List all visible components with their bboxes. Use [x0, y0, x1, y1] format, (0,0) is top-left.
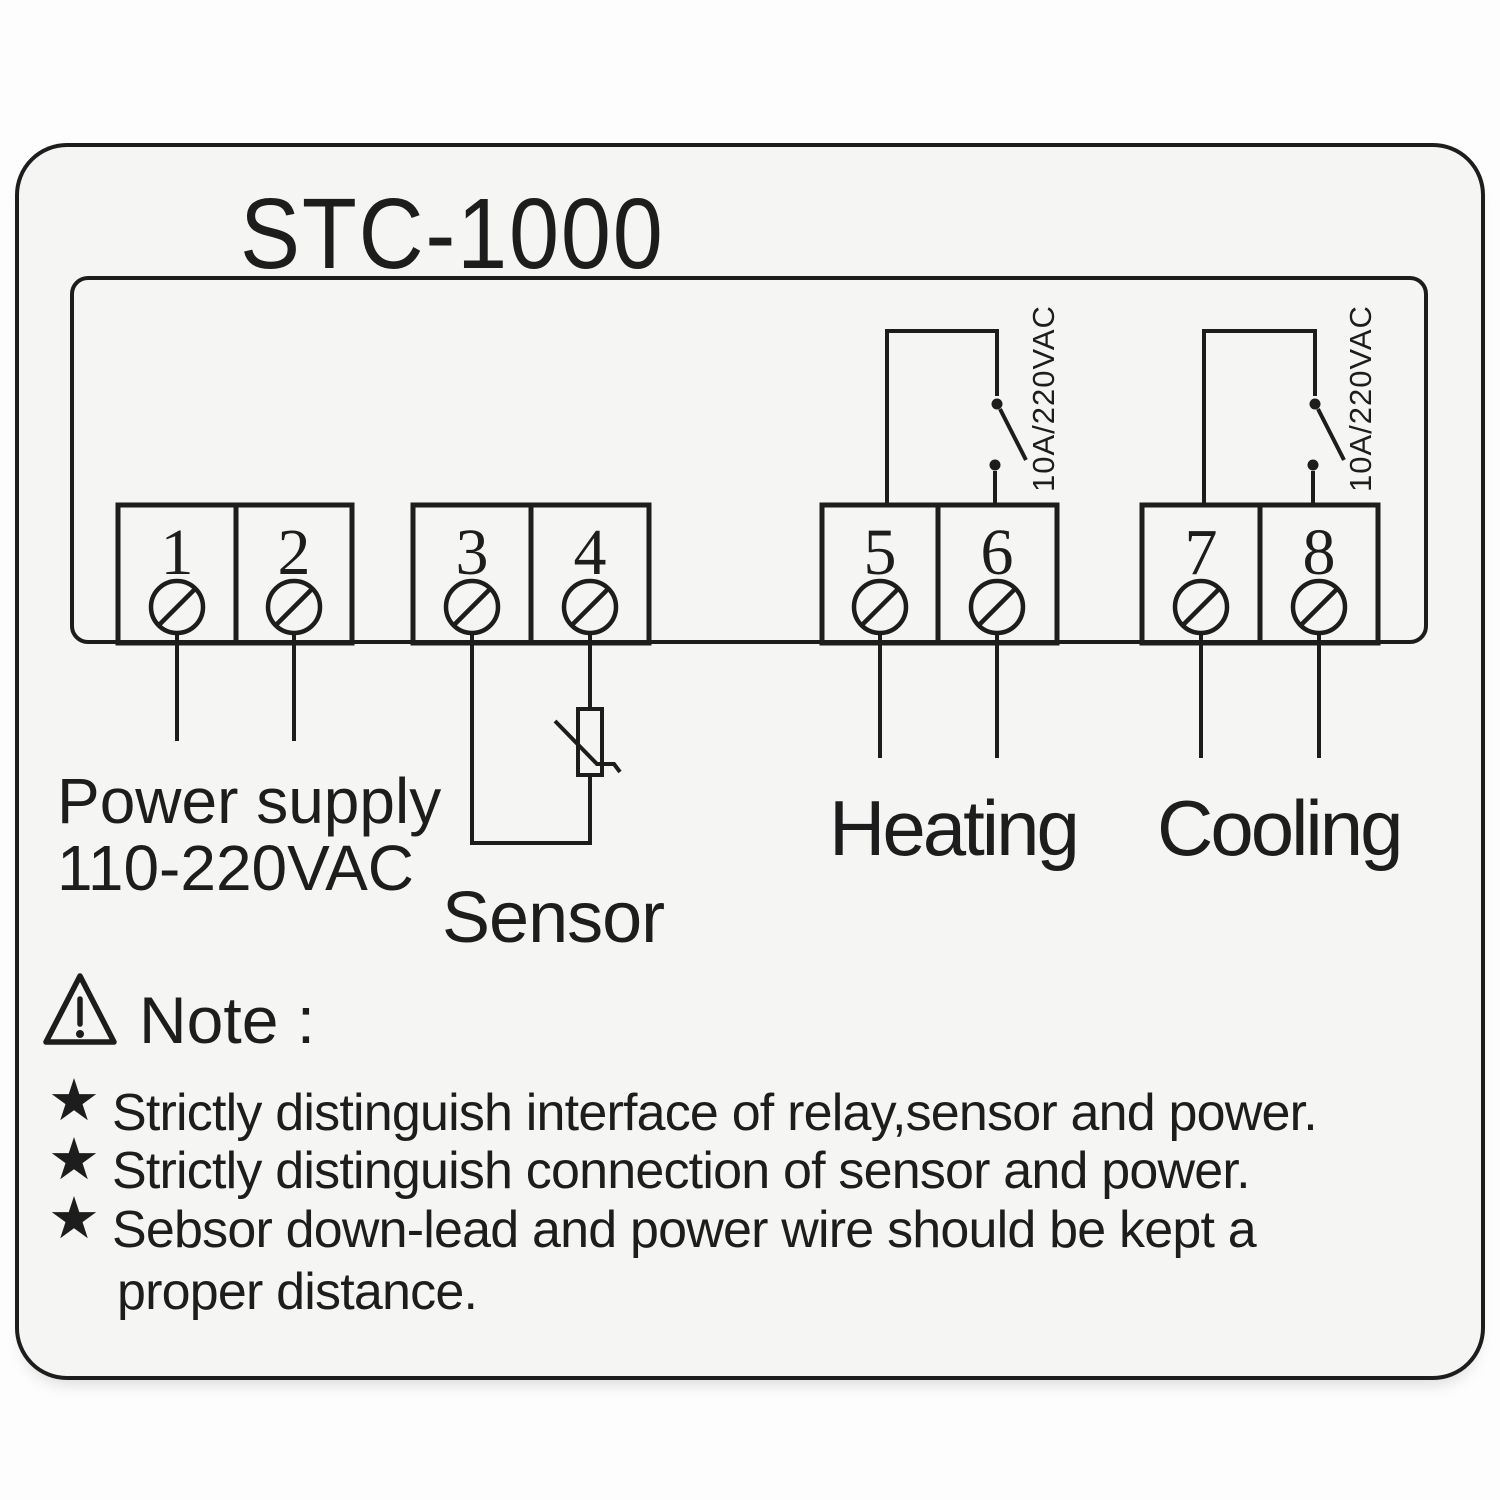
terminal-number-5: 5	[863, 516, 897, 589]
star-bullet-icon: ★	[48, 1068, 100, 1133]
terminal-block-sensor	[410, 502, 652, 646]
power-supply-label: Power supply	[57, 765, 442, 837]
sensor-label: Sensor	[442, 878, 665, 958]
terminal-block-heating	[819, 502, 1060, 646]
terminal-block-cooling	[1139, 502, 1381, 646]
terminal-block-power	[115, 502, 355, 646]
terminal-number-2: 2	[277, 516, 311, 589]
cooling-label: Cooling	[1157, 784, 1404, 872]
heating-relay-switch-icon	[885, 329, 1028, 506]
terminal-number-6: 6	[980, 516, 1014, 589]
terminal-number-4: 4	[573, 516, 607, 589]
terminal-number-3: 3	[455, 516, 489, 589]
warning-triangle-icon	[43, 973, 117, 1045]
terminal-number-7: 7	[1184, 516, 1218, 589]
power-voltage-label: 110-220VAC	[57, 832, 414, 904]
sensor-loop	[470, 633, 622, 845]
note-line-4: proper distance.	[117, 1263, 478, 1321]
power-wires	[175, 633, 296, 741]
terminal-number-8: 8	[1302, 516, 1336, 589]
star-bullet-icon: ★	[48, 1186, 100, 1251]
note-line-2: Strictly distinguish connection of senso…	[112, 1142, 1251, 1200]
note-heading: Note :	[139, 983, 316, 1057]
note-line-1: Strictly distinguish interface of relay,…	[112, 1084, 1318, 1142]
sticker-label	[15, 143, 1485, 1380]
thermistor-icon	[553, 707, 622, 777]
star-bullet-icon: ★	[48, 1127, 100, 1192]
controller-outline	[70, 276, 1428, 644]
heating-load-wires	[878, 633, 999, 758]
screw-terminal-icons	[148, 578, 1348, 636]
terminal-number-1: 1	[160, 516, 194, 589]
note-line-3: Sebsor down-lead and power wire should b…	[112, 1201, 1257, 1259]
heating-label: Heating	[829, 784, 1080, 872]
cooling-relay-switch-icon	[1202, 329, 1346, 506]
model-title: STC-1000	[240, 178, 665, 290]
heating-relay-rating: 10A/220VAC	[1026, 305, 1061, 492]
cooling-load-wires	[1199, 633, 1321, 758]
cooling-relay-rating: 10A/220VAC	[1343, 305, 1378, 492]
